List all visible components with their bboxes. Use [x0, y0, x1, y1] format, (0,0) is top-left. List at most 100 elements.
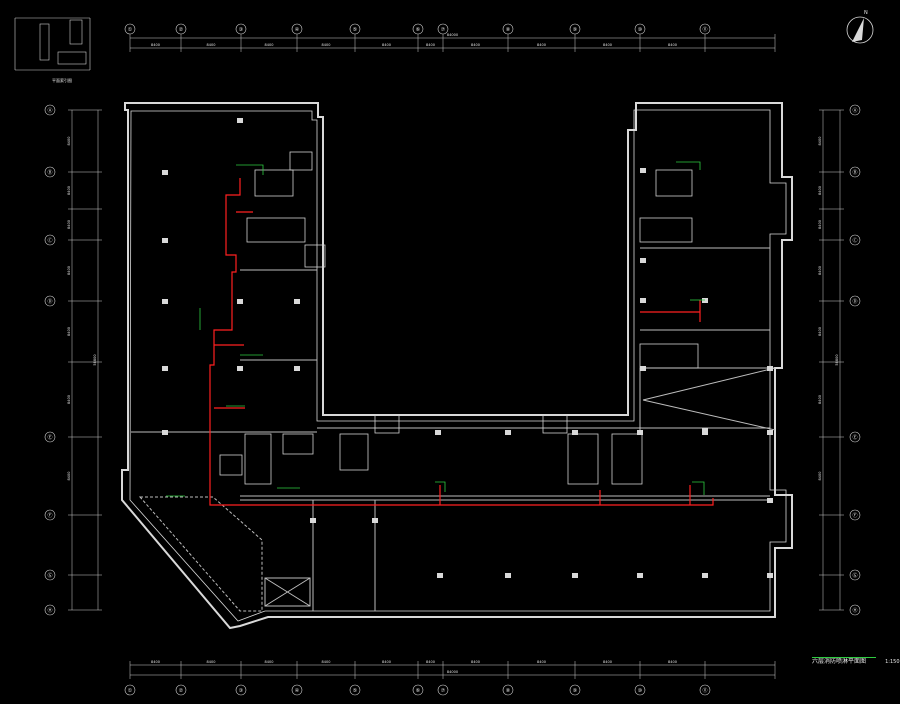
left-axis-bubble: [44, 234, 56, 246]
top-axis-label: ③: [239, 27, 243, 33]
stair-elevator-cores: [219, 151, 699, 485]
key-plan: 平面索引图: [14, 17, 91, 83]
column: [637, 573, 643, 578]
left-axis-label: Ⓓ: [47, 298, 52, 305]
bottom-axis-bubble: [124, 684, 136, 696]
bottom-axis-bubble: [349, 684, 361, 696]
left-dim-label: 8400: [67, 327, 71, 336]
column: [294, 366, 300, 371]
right-axis-label: Ⓑ: [852, 169, 857, 176]
left-dim-label: 8400: [67, 395, 71, 404]
column: [702, 430, 708, 435]
right-axis-label: Ⓓ: [852, 298, 857, 305]
left-axis-bubble: [44, 604, 56, 616]
bottom-axis-label: ①: [128, 688, 133, 694]
bottom-axis-label: ⑪: [702, 687, 707, 694]
drawing-scale: 1:150: [885, 659, 900, 665]
column: [505, 573, 511, 578]
bottom-axis-label: ⑦: [441, 688, 446, 694]
top-axis-label: ⑩: [638, 27, 643, 33]
top-dim-label: 8400: [603, 43, 612, 47]
top-dim-label: 8400: [668, 43, 677, 47]
drawing-title: 六层消防喷淋平面图: [812, 658, 867, 665]
left-axis-label: Ⓖ: [47, 572, 52, 579]
right-total-label: 58800: [835, 354, 839, 365]
left-axis-bubble: [44, 431, 56, 443]
top-axis-label: ⑦: [441, 27, 446, 33]
bottom-axis-bubble: [412, 684, 424, 696]
top-axis-bubble: [569, 23, 581, 35]
top-dim-label: 8400: [207, 43, 216, 47]
top-dim-label: 8400: [382, 43, 391, 47]
column: [435, 430, 441, 435]
column: [572, 430, 578, 435]
column: [767, 498, 773, 503]
column: [162, 430, 168, 435]
top-axis-bubble: [235, 23, 247, 35]
top-axis-bubble: [349, 23, 361, 35]
column: [310, 518, 316, 523]
column: [372, 518, 378, 523]
top-axis-bubble: [412, 23, 424, 35]
column: [640, 168, 646, 173]
structural-columns: [162, 118, 773, 578]
left-dim-label: 8400: [67, 220, 71, 229]
bottom-dim-label: 8400: [382, 660, 391, 664]
right-axis-label: Ⓕ: [852, 512, 857, 519]
top-dim-label: 8400: [151, 43, 160, 47]
right-axis-bubble: [849, 604, 861, 616]
top-axis-label: ⑧: [506, 27, 511, 33]
right-dim-label: 8400: [818, 137, 822, 146]
left-axis-label: Ⓕ: [47, 512, 52, 519]
pipe-labels-leaders: [166, 161, 705, 497]
top-axis-bubble: [699, 23, 711, 35]
bottom-axis-label: ④: [295, 688, 300, 694]
right-axis-label: Ⓒ: [852, 237, 857, 244]
top-axis-bubble: [502, 23, 514, 35]
top-dim-label: 8400: [471, 43, 480, 47]
bottom-axis-bubble: [437, 684, 449, 696]
top-axis-bubble: [124, 23, 136, 35]
right-dim-label: 8400: [818, 327, 822, 336]
bottom-axis-label: ②: [179, 688, 184, 694]
column: [640, 366, 646, 371]
bottom-dim-label: 8400: [265, 660, 274, 664]
top-axis-label: ⑤: [353, 27, 357, 33]
column: [767, 573, 773, 578]
column: [767, 430, 773, 435]
right-axis-label: Ⓖ: [852, 572, 857, 579]
top-axis-bubble: [437, 23, 449, 35]
column: [437, 573, 443, 578]
left-dim-label: 8400: [67, 472, 71, 481]
right-axis-label: Ⓔ: [852, 434, 857, 441]
bottom-dim-label: 8400: [207, 660, 216, 664]
right-axis-bubble: [849, 509, 861, 521]
dimension-lines: 8400 8400 8400 8400 8400 8400 8400 8400 8400 8400…: [67, 33, 844, 679]
title-underline: [812, 657, 876, 658]
right-axis-label: Ⓗ: [852, 607, 857, 614]
bottom-axis-label: ⑩: [638, 688, 643, 694]
top-axis-bubble: [291, 23, 303, 35]
right-dim-label: 8400: [818, 220, 822, 229]
right-axis-bubble: [849, 166, 861, 178]
right-axis-bubble: [849, 295, 861, 307]
column: [640, 258, 646, 263]
column: [162, 299, 168, 304]
top-axis-label: ⑥: [416, 27, 421, 33]
left-axis-label: Ⓗ: [47, 607, 52, 614]
column: [767, 366, 773, 371]
bottom-dim-label: 8400: [537, 660, 546, 664]
sprinkler-main-pipes: [209, 178, 714, 506]
left-axis-label: Ⓑ: [47, 169, 52, 176]
column: [237, 299, 243, 304]
drawing-title-block: 六层消防喷淋平面图 1:150: [812, 648, 900, 665]
column: [702, 298, 708, 303]
right-axis-bubble: [849, 431, 861, 443]
bottom-axis-bubble: [634, 684, 646, 696]
key-plan-label: 平面索引图: [52, 77, 72, 83]
column: [572, 573, 578, 578]
bottom-dim-label: 8400: [668, 660, 677, 664]
bottom-axis-bubble: [175, 684, 187, 696]
top-axis-label: ⑪: [702, 26, 707, 33]
